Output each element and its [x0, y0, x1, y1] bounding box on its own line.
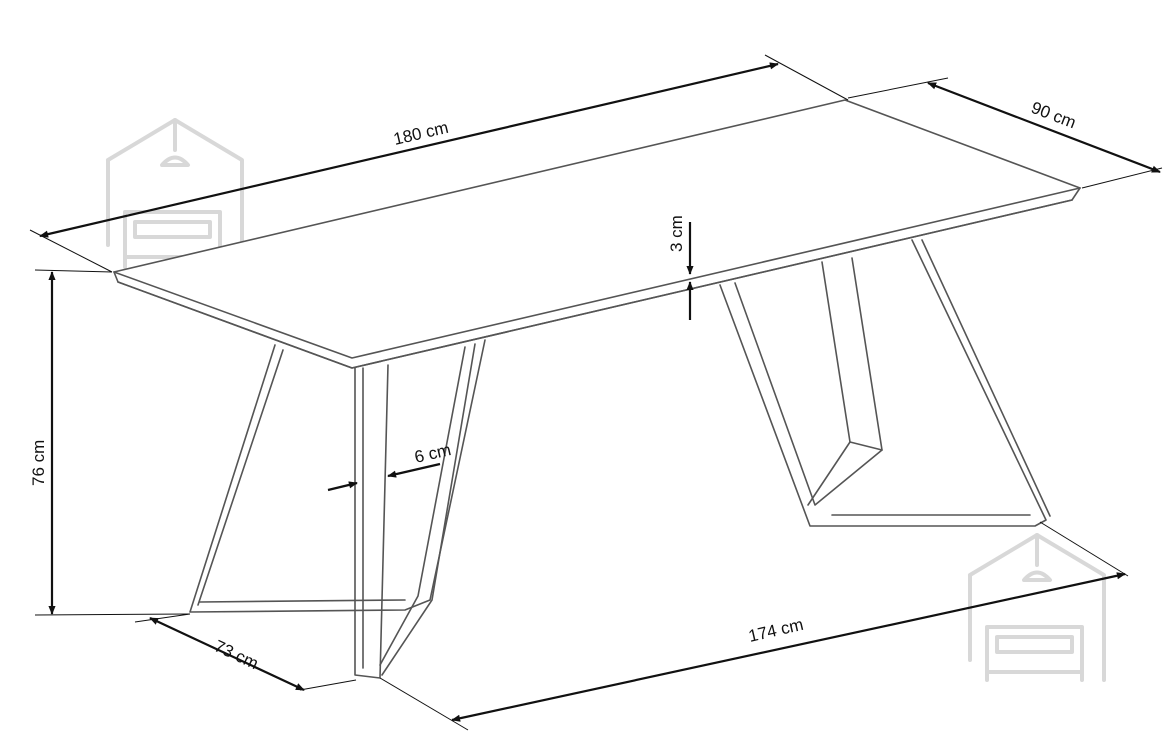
- depth-top-label: 90 cm: [1029, 98, 1079, 132]
- left-leg: [189, 339, 486, 679]
- house-sofa-logo-icon: [968, 533, 1106, 682]
- length-top-label: 180 cm: [392, 118, 451, 149]
- leg-span-arrow: [451, 572, 1126, 722]
- leg-width-label: 6 cm: [413, 440, 453, 467]
- leg-width-arrow-left: [327, 481, 358, 492]
- right-leg: [719, 239, 1051, 527]
- height-label: 76 cm: [29, 440, 48, 486]
- leg-depth-arrow: [149, 617, 305, 691]
- depth-top-arrow: [927, 81, 1161, 174]
- table-top: [113, 99, 1081, 369]
- top-thickness-label: 3 cm: [667, 215, 686, 252]
- leg-span-label: 174 cm: [747, 615, 806, 646]
- length-top-arrow: [39, 62, 779, 238]
- dimension-lines: [39, 62, 1161, 722]
- leg-width-arrow-right: [387, 462, 441, 478]
- leg-depth-label: 73 cm: [211, 636, 261, 673]
